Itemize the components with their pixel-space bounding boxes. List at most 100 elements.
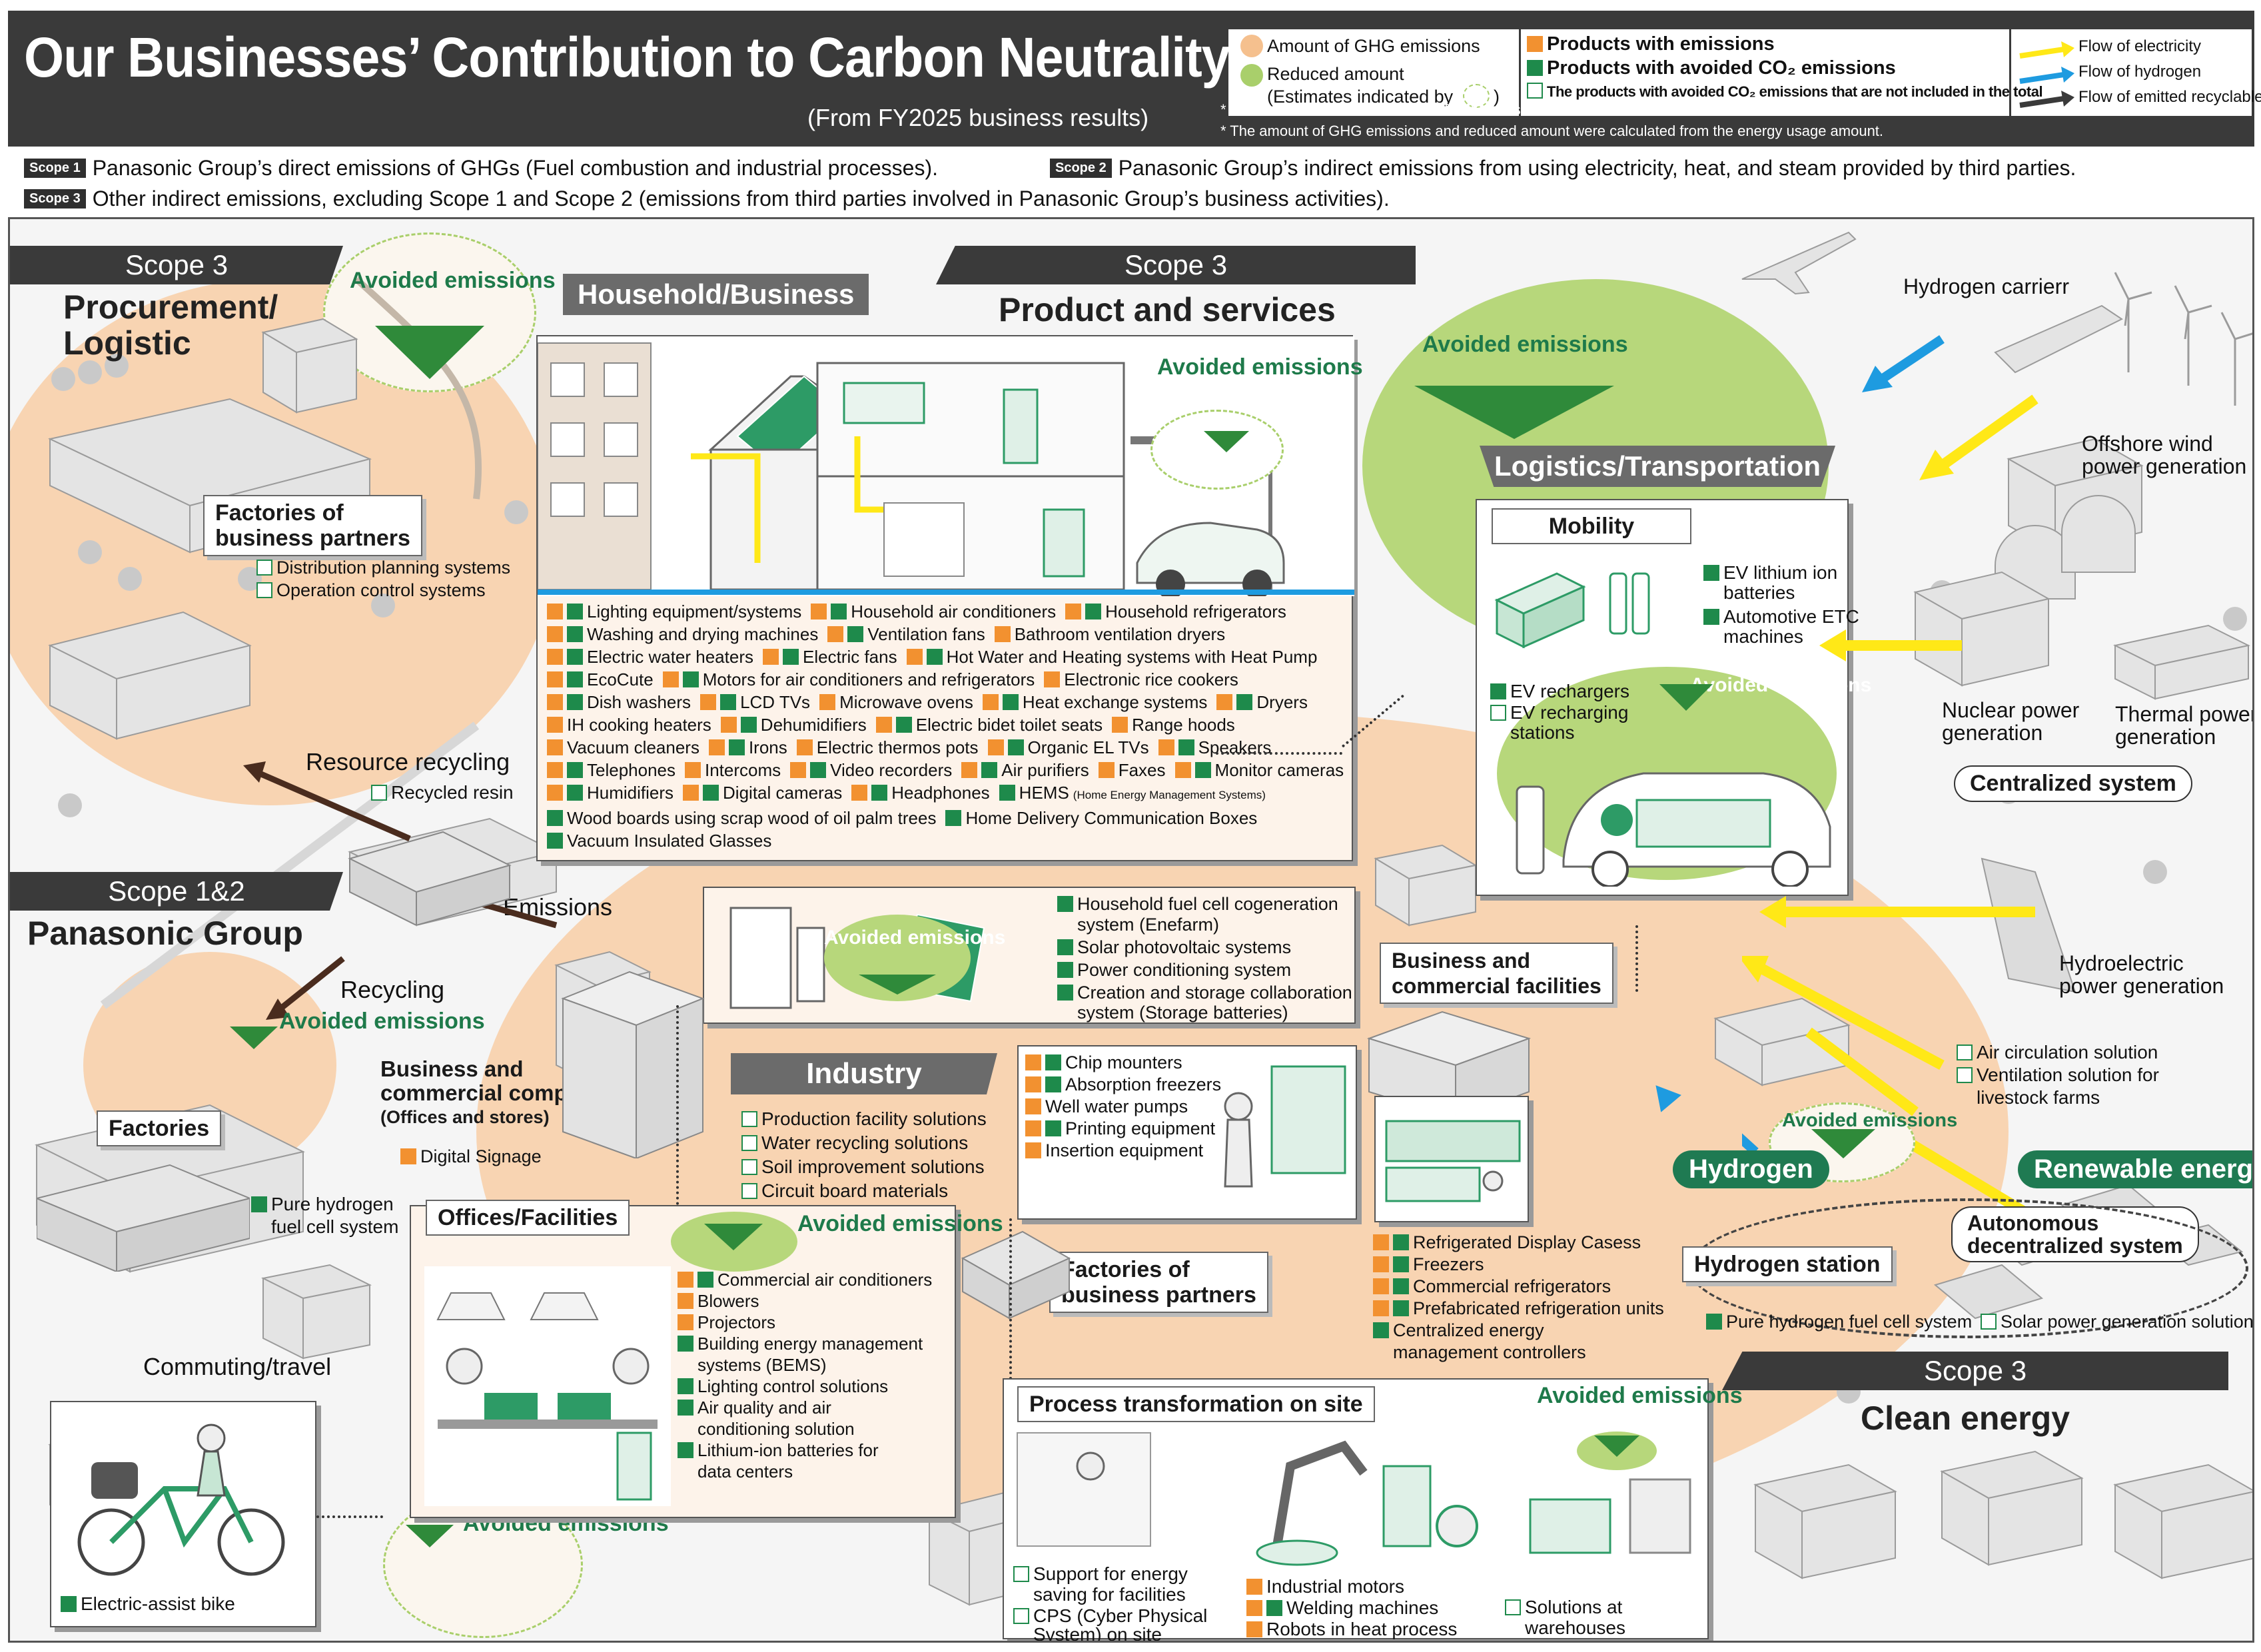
orange-square-icon [790,762,807,778]
ev-batteries-icon [1494,572,1650,649]
down-arrow-icon [1811,1129,1875,1158]
outlined-square-icon [1505,1599,1521,1615]
orange-square-icon [547,694,563,710]
header-bar: Our Businesses’ Contribution to Carbon N… [8,11,2261,147]
green-square-icon [567,762,583,778]
orange-square-icon [1025,1098,1041,1114]
green-square-icon [871,785,888,801]
orange-square-icon [1373,1234,1389,1250]
orange-square-icon [547,626,563,642]
green-square-icon [251,1196,267,1212]
green-square-icon [1490,683,1506,699]
fuelcell-item-1: Household fuel cell cogeneration [1057,893,1338,915]
offices-avoided-label: Avoided emissions [797,1211,1003,1236]
process-mid-3: Robots in heat process [1246,1619,1457,1639]
green-square-icon [1236,694,1253,710]
product-item: Electric thermos pots [796,737,979,757]
product-item: Washing and drying machines [547,624,818,644]
offices-item: Commercial air conditioners [678,1269,957,1290]
orange-square-icon [851,785,868,801]
green-square-icon [1703,609,1719,625]
centralized-system-pill: Centralized system [1954,765,2192,802]
product-item: Digital cameras [683,783,842,803]
resource-recycling-label: Resource recycling [306,748,510,775]
product-item: Household air conditioners [811,602,1056,621]
offices-item: Air quality and air [678,1397,957,1418]
orange-square-icon [700,694,717,710]
legend-prod-notincl: The products with avoided CO₂ emissions … [1527,83,2043,101]
procurement-title-1: Procurement/ [63,288,278,326]
logistics-avoided-label: Avoided emissions [1690,674,1872,696]
green-square-icon [567,604,583,620]
ghg-circle-swatch [1240,35,1263,57]
green-square-icon [678,1336,693,1352]
green-square-icon [1393,1256,1409,1272]
green-square-icon [1194,762,1211,778]
orange-square-icon [1373,1300,1389,1316]
orange-square-icon [762,649,779,665]
energy-avoided-label: Avoided emissions [824,927,1006,949]
hydrogen-pill: Hydrogen [1673,1150,1829,1188]
legend-flow-recy: Flow of emitted recyclables [2078,88,2261,106]
green-square-icon [567,649,583,665]
industry-equipment-item: Absorption freezers [1025,1074,1225,1096]
pure-h2-fuel-cell-label: Pure hydrogen fuel cell system [1706,1312,1972,1332]
household-avoided-label: Avoided emissions [1157,354,1363,380]
green-square-icon [61,1596,77,1612]
office-building-icon [561,971,705,1158]
clean-avoided-label: Avoided emissions [1782,1110,1958,1131]
orange-square-icon [1065,604,1082,620]
process-left-1: Support for energy [1013,1563,1188,1585]
map-area: Scope 3 Procurement/ Logistic Avoided em… [8,217,2254,1643]
orange-square-icon [1025,1142,1041,1158]
green-square-icon [981,762,998,778]
process-avoided-label: Avoided emissions [1537,1383,1743,1408]
hydrogen-carrier-label: Hydrogen carrierr [1903,274,2069,298]
industry-item-1: Production facility solutions [741,1108,987,1130]
down-arrow-icon [1414,386,1614,439]
product-item: Telephones [547,760,676,780]
industry-item-4: Circuit board materials [741,1180,948,1202]
estimate-dashed-circle-icon [1463,84,1490,108]
product-item: Motors for air conditioners and refriger… [662,669,1035,689]
green-square-icon [1178,739,1194,755]
green-square-icon [1045,1120,1061,1136]
legend-prod-emis: Products with emissions [1527,33,1775,55]
product-scope-banner: Scope 3 [936,246,1416,284]
green-square-icon [567,785,583,801]
recycling-factory-icon [348,831,512,925]
orange-square-icon [796,739,813,755]
logistics-item-1b: batteries [1723,582,1795,603]
outlined-square-icon [1013,1608,1029,1624]
green-square-icon [567,671,583,687]
commuting-label: Commuting/travel [143,1353,332,1380]
offices-title: Offices/Facilities [426,1200,630,1236]
green-square-icon [1057,896,1073,912]
industry-item-3: Soil improvement solutions [741,1156,985,1178]
green-square-icon [895,717,912,733]
outlined-square-icon [256,582,272,598]
green-square-icon [847,626,864,642]
process-mid-2: Welding machines [1246,1598,1438,1618]
proc-item-operation: Operation control systems [256,580,486,600]
orange-square-icon [819,694,836,710]
orange-square-icon [1174,762,1191,778]
airplane-icon [1741,231,1857,295]
orange-square-icon [678,1293,693,1309]
mobility-title: Mobility [1492,508,1691,544]
product-item: Vacuum cleaners [547,737,699,757]
biz-facilities-item: Centralized energy [1373,1320,1706,1342]
clean-energy-title: Clean energy [1861,1400,2070,1437]
legend-reduced-2: (Estimates indicated by [1267,87,1454,107]
product-item: IH cooking heaters [547,715,711,735]
factory-workers-illustration [1224,1065,1346,1188]
